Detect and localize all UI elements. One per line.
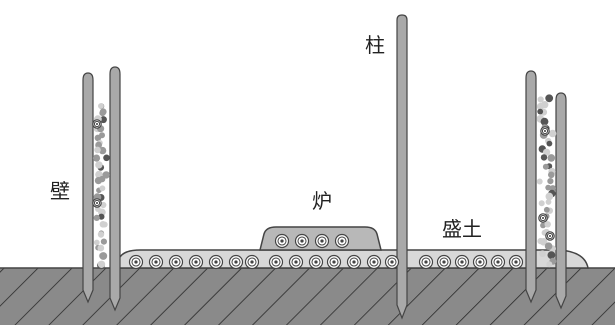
stone (436, 254, 452, 270)
pebble (99, 252, 108, 260)
pebble (99, 221, 107, 228)
pillar (396, 14, 408, 320)
pebble (99, 108, 107, 116)
pebble (537, 108, 544, 115)
pebble (539, 238, 548, 246)
pebble (102, 171, 110, 179)
stone (188, 254, 204, 270)
pebble (99, 116, 107, 124)
stone (540, 126, 550, 136)
pebble (99, 185, 106, 192)
wall-left (82, 66, 121, 312)
pebble (103, 154, 110, 162)
stone-row (128, 233, 524, 270)
stone (508, 254, 524, 270)
pebble (547, 178, 554, 185)
stone (472, 254, 488, 270)
pebble (92, 154, 101, 162)
pebble (546, 140, 553, 147)
wall-post (109, 66, 121, 312)
pebble (540, 154, 548, 161)
stone (326, 254, 342, 270)
pebble (99, 132, 105, 139)
wall-right (525, 70, 567, 310)
stone (288, 254, 304, 270)
pebble (100, 238, 107, 245)
wall-post (525, 70, 537, 304)
stone (268, 254, 284, 270)
pebble (540, 117, 549, 126)
pebble (97, 231, 105, 238)
stone (384, 254, 400, 270)
wall-fill-pebbles (92, 103, 110, 270)
stone (314, 233, 330, 249)
stone (418, 254, 434, 270)
stone (148, 254, 164, 270)
pebble (540, 222, 546, 229)
stone (545, 231, 555, 241)
pebble (545, 94, 554, 103)
pebble (94, 177, 102, 185)
pebble (548, 171, 555, 179)
pebble (537, 96, 544, 103)
pebble (545, 184, 552, 191)
pebble (94, 146, 101, 154)
pebble (97, 260, 106, 268)
pebble (545, 192, 554, 201)
pebble (93, 239, 100, 246)
label-hearth: 炉 (312, 189, 332, 213)
stone (92, 198, 102, 208)
wall-post (555, 92, 567, 310)
label-mound: 盛土 (442, 217, 482, 241)
pebble (538, 200, 545, 207)
stone (308, 254, 324, 270)
wall-fill-pebbles (536, 94, 557, 268)
stone (294, 233, 310, 249)
pebble (542, 163, 549, 170)
pebble (539, 250, 546, 258)
stone (454, 254, 470, 270)
pebble (98, 213, 105, 220)
stone (366, 254, 382, 270)
stone (92, 119, 102, 129)
pebble (545, 199, 552, 205)
pebble (536, 178, 543, 185)
pebble (544, 221, 551, 228)
pebble (548, 129, 557, 138)
stone (334, 233, 350, 249)
stone (128, 254, 144, 270)
stone (538, 213, 548, 223)
pebble (547, 251, 556, 259)
pebble (95, 161, 103, 169)
stone (346, 254, 362, 270)
stone (228, 254, 244, 270)
stone (208, 254, 224, 270)
pebble (546, 261, 553, 268)
ground (0, 268, 615, 325)
label-wall: 壁 (50, 179, 70, 203)
stone (168, 254, 184, 270)
pebble (98, 146, 107, 155)
pebble (93, 214, 100, 221)
label-pillar: 柱 (365, 33, 385, 57)
stone (490, 254, 506, 270)
pebble (547, 154, 556, 162)
pebble (98, 103, 104, 109)
pebble (536, 102, 545, 111)
pebble (97, 244, 105, 252)
pebble (543, 206, 550, 213)
pebble (543, 148, 551, 156)
pebble (544, 242, 553, 250)
wall-post (82, 72, 94, 304)
stone (274, 233, 290, 249)
stone (244, 254, 260, 270)
